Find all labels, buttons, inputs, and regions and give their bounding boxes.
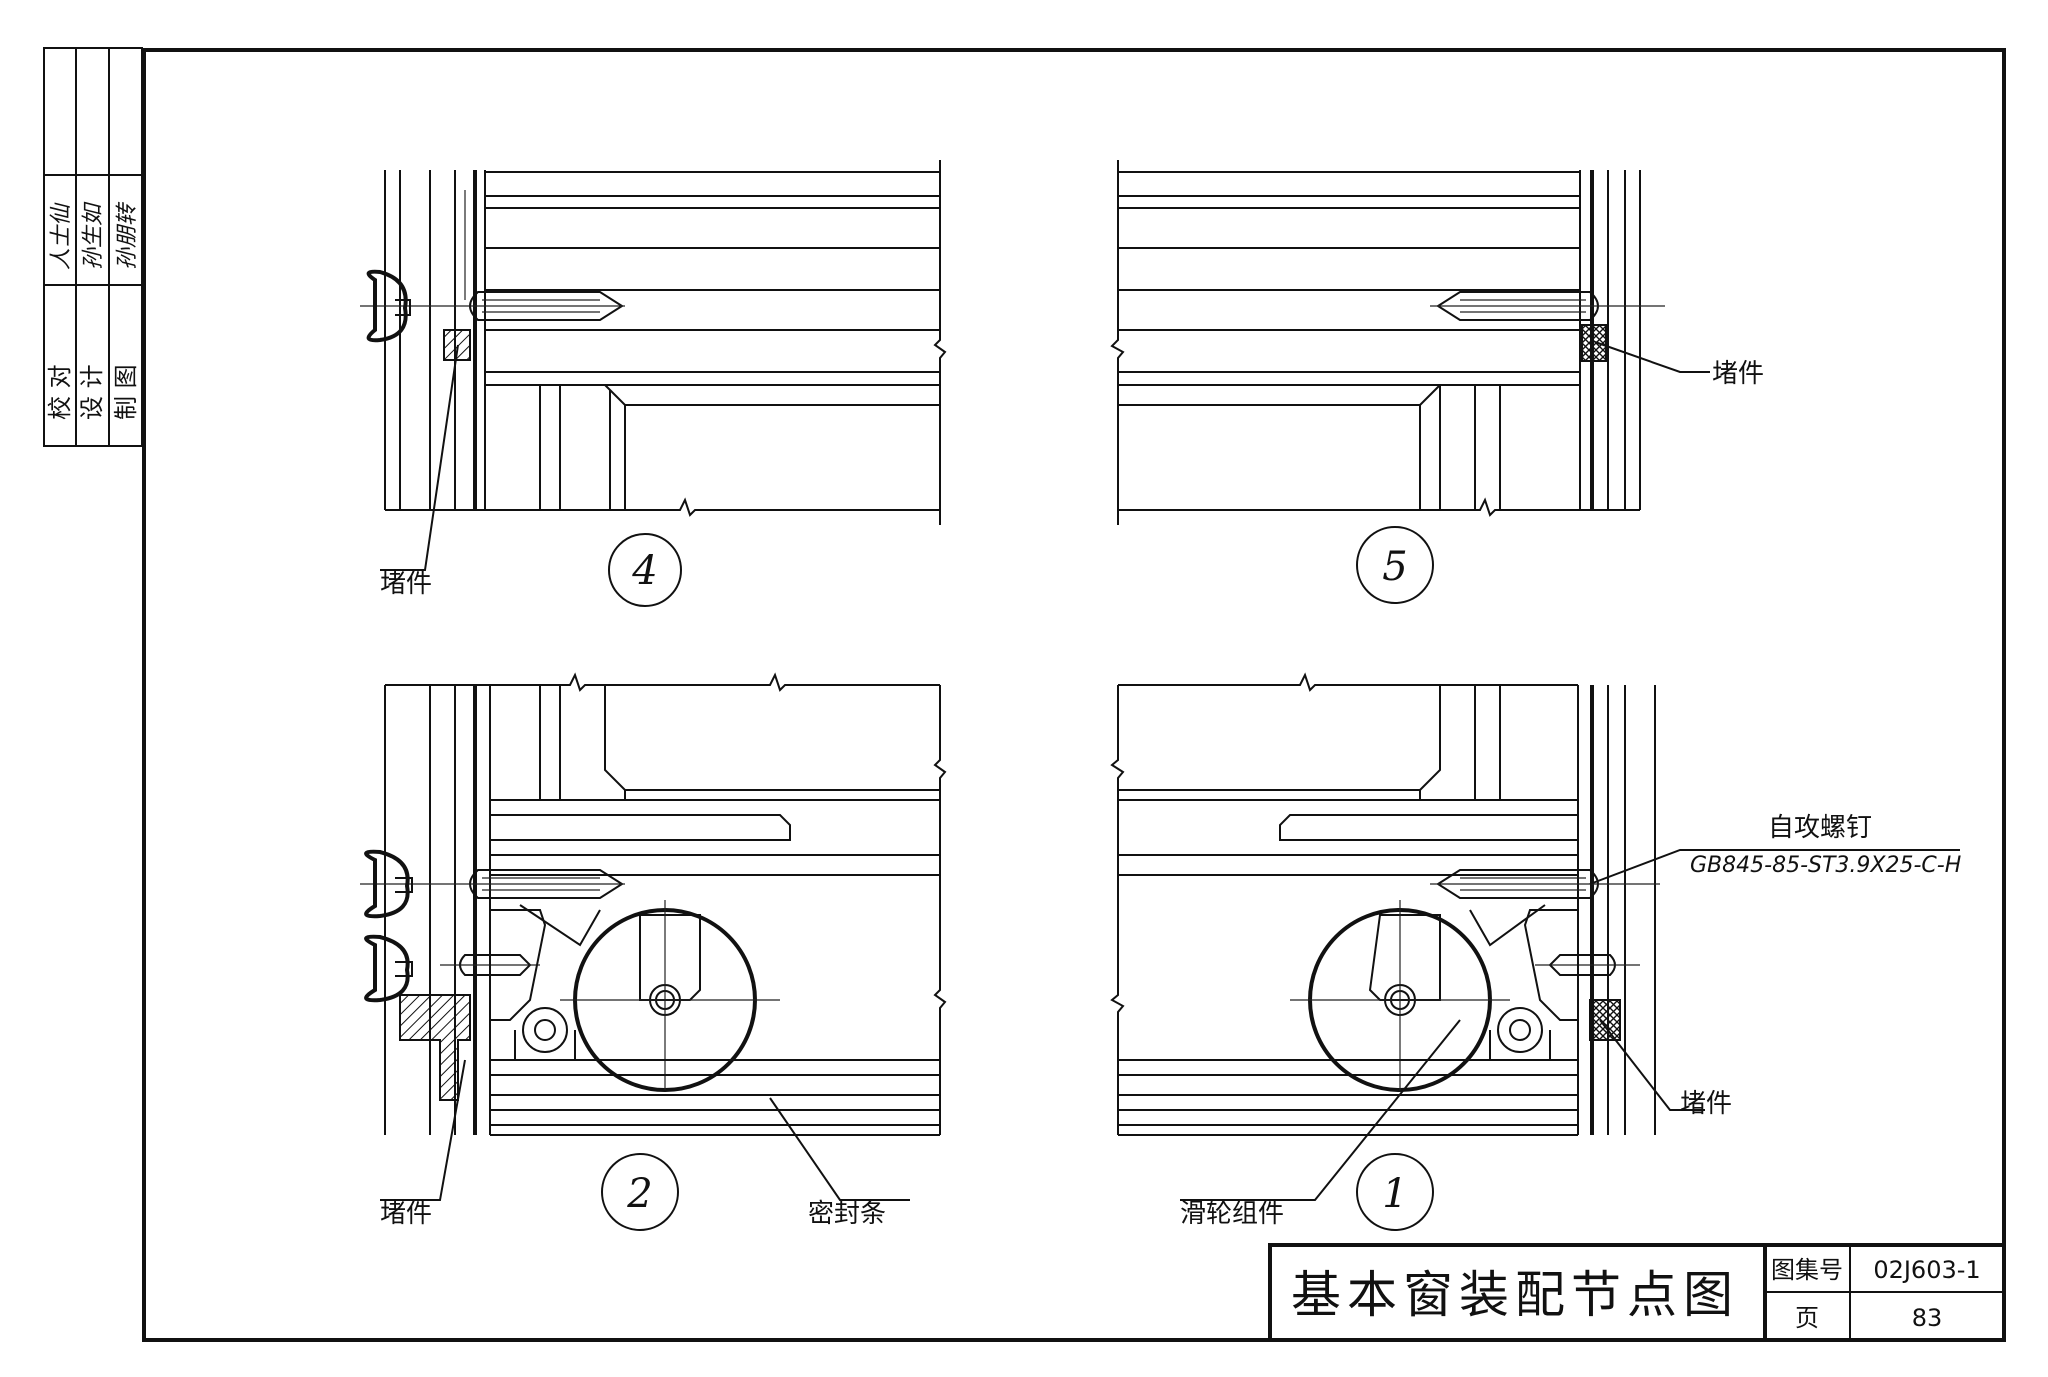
page-number: 83	[1912, 1304, 1943, 1332]
plug-label: 堵件	[380, 569, 432, 599]
page-label: 页	[1795, 1304, 1819, 1332]
seal-strip-label: 密封条	[808, 1199, 886, 1229]
detail-number: 1	[1382, 1171, 1407, 1217]
detail-number-circle	[1356, 1153, 1434, 1231]
title-block: 基本窗装配节点图 图集号 02J603-1 页 83	[1268, 1243, 2006, 1342]
detail-number-circle	[608, 533, 682, 607]
screw-label: 自攻螺钉	[1768, 813, 1872, 843]
approval-stamp: 校 对 人士仙 设 计 孙生如 制 图 孙朋转	[43, 47, 143, 447]
atlas-number-value: 02J603-1	[1873, 1256, 1980, 1284]
stamp-role: 制 图	[112, 364, 140, 420]
detail-number: 2	[626, 1171, 652, 1217]
detail-2: 堵件 密封条 2	[360, 672, 947, 1231]
detail-number-circle	[1356, 526, 1434, 604]
stamp-signature: 孙朋转	[115, 201, 140, 270]
plug-label: 堵件	[1680, 1089, 1732, 1119]
stamp-signature: 人士仙	[49, 202, 74, 270]
detail-1: 堵件 自攻螺钉 GB845-85-ST3.9X25-C-H 滑轮组件 1	[1110, 672, 1961, 1231]
plug-label: 堵件	[1712, 359, 1764, 389]
detail-number-circle	[601, 1153, 679, 1231]
plug-label: 堵件	[380, 1199, 432, 1229]
stamp-row: 设 计 孙生如	[78, 201, 106, 420]
stamp-row: 制 图 孙朋转	[112, 201, 140, 420]
detail-number: 5	[1382, 544, 1407, 590]
stamp-row: 校 对 人士仙	[46, 202, 74, 420]
detail-4: 堵件 4	[360, 160, 947, 607]
stamp-signature: 孙生如	[81, 201, 106, 270]
screw-spec-label: GB845-85-ST3.9X25-C-H	[1690, 853, 1961, 878]
sheet-border	[142, 48, 2006, 1342]
detail-5: 堵件 5	[1110, 160, 1764, 604]
roller-assembly-label: 滑轮组件	[1180, 1199, 1284, 1229]
atlas-number-label: 图集号	[1771, 1256, 1843, 1284]
stamp-role: 校 对	[46, 364, 74, 420]
detail-number: 4	[631, 548, 657, 594]
drawing-title: 基本窗装配节点图	[1291, 1266, 1739, 1324]
stamp-role: 设 计	[78, 364, 106, 420]
